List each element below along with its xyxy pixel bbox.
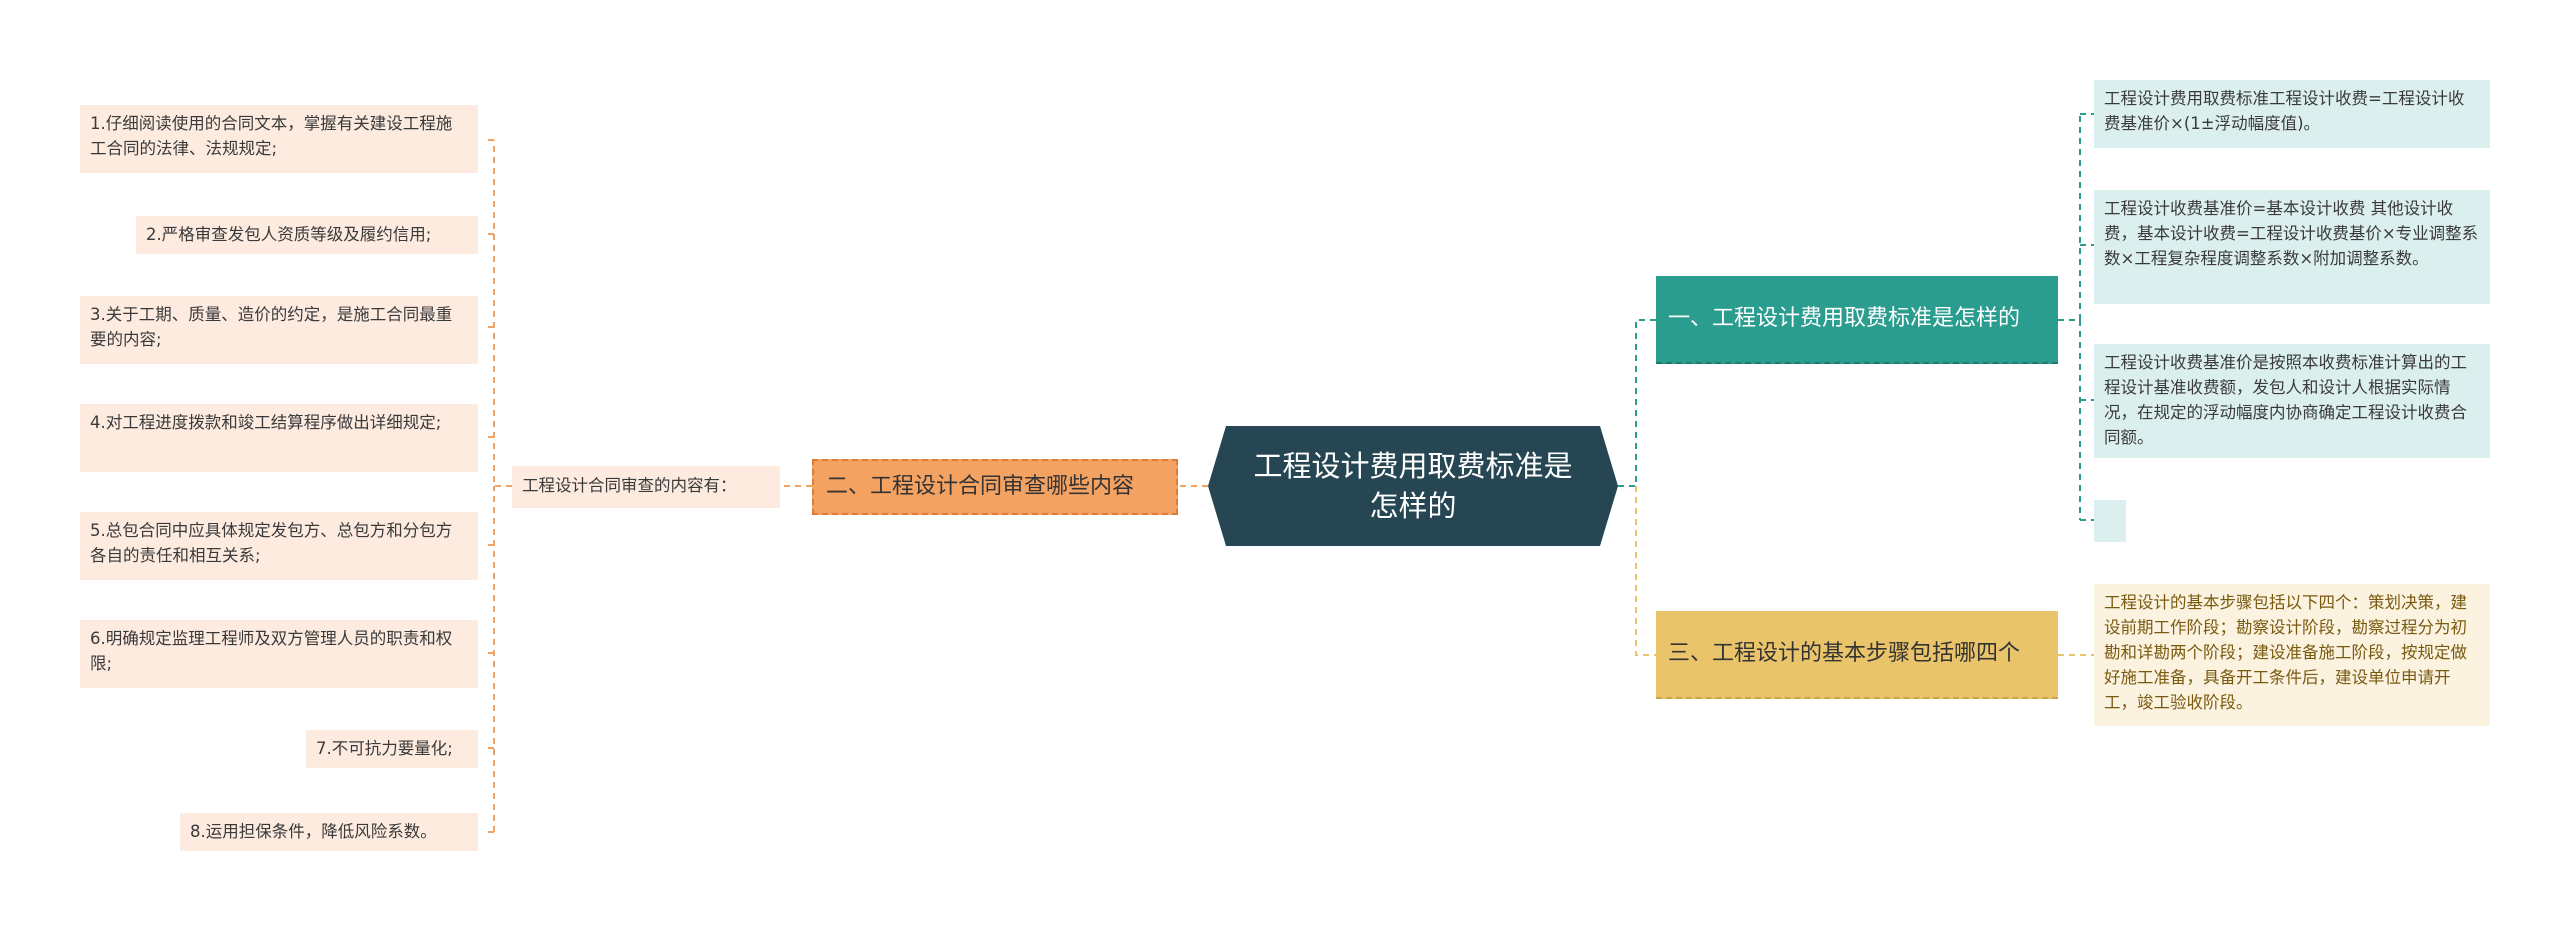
leaf-text: 工程设计费用取费标准工程设计收费=工程设计收费基准价×(1±浮动幅度值)。 (2104, 89, 2465, 133)
leaf-item-8[interactable]: 8.运用担保条件，降低风险系数。 (180, 813, 478, 851)
leaf-item-6[interactable]: 6.明确规定监理工程师及双方管理人员的职责和权限; (80, 620, 478, 688)
leaf-item-2[interactable]: 2.严格审查发包人资质等级及履约信用; (136, 216, 478, 254)
leaf-text: 工程设计收费基准价=基本设计收费 其他设计收费，基本设计收费=工程设计收费基价×… (2104, 199, 2479, 268)
leaf-design-steps-detail[interactable]: 工程设计的基本步骤包括以下四个：策划决策，建设前期工作阶段；勘察设计阶段，勘察过… (2094, 584, 2490, 726)
sub-topic-review-contents[interactable]: 工程设计合同审查的内容有： (512, 466, 780, 508)
leaf-design-fee-formula[interactable]: 工程设计费用取费标准工程设计收费=工程设计收费基准价×(1±浮动幅度值)。 (2094, 80, 2490, 148)
central-topic[interactable]: 工程设计费用取费标准是怎样的 (1208, 426, 1618, 546)
leaf-text: 7.不可抗力要量化; (316, 739, 453, 758)
leaf-text: 8.运用担保条件，降低风险系数。 (190, 822, 437, 841)
branch-label: 二、工程设计合同审查哪些内容 (826, 474, 1135, 499)
branch-label: 一、工程设计费用取费标准是怎样的 (1668, 306, 2021, 331)
leaf-text: 工程设计收费基准价是按照本收费标准计算出的工程设计基准收费额，发包人和设计人根据… (2104, 353, 2467, 447)
branch-label: 三、工程设计的基本步骤包括哪四个 (1668, 641, 2021, 666)
leaf-text: 3.关于工期、质量、造价的约定，是施工合同最重要的内容; (90, 305, 453, 349)
leaf-item-7[interactable]: 7.不可抗力要量化; (306, 730, 478, 768)
leaf-base-price-explanation[interactable]: 工程设计收费基准价是按照本收费标准计算出的工程设计基准收费额，发包人和设计人根据… (2094, 344, 2490, 458)
leaf-text: 4.对工程进度拨款和竣工结算程序做出详细规定; (90, 413, 442, 432)
leaf-empty[interactable] (2094, 500, 2126, 542)
leaf-item-4[interactable]: 4.对工程进度拨款和竣工结算程序做出详细规定; (80, 404, 478, 472)
leaf-text: 2.严格审查发包人资质等级及履约信用; (146, 225, 432, 244)
leaf-text: 工程设计的基本步骤包括以下四个：策划决策，建设前期工作阶段；勘察设计阶段，勘察过… (2104, 593, 2467, 712)
branch-design-steps[interactable]: 三、工程设计的基本步骤包括哪四个 (1656, 611, 2058, 699)
leaf-base-price-formula[interactable]: 工程设计收费基准价=基本设计收费 其他设计收费，基本设计收费=工程设计收费基价×… (2094, 190, 2490, 304)
branch-design-fee-standard[interactable]: 一、工程设计费用取费标准是怎样的 (1656, 276, 2058, 364)
leaf-item-1[interactable]: 1.仔细阅读使用的合同文本，掌握有关建设工程施工合同的法律、法规规定; (80, 105, 478, 173)
sub-topic-label: 工程设计合同审查的内容有： (522, 476, 737, 495)
leaf-text: 5.总包合同中应具体规定发包方、总包方和分包方各自的责任和相互关系; (90, 521, 453, 565)
leaf-text: 6.明确规定监理工程师及双方管理人员的职责和权限; (90, 629, 453, 673)
leaf-item-3[interactable]: 3.关于工期、质量、造价的约定，是施工合同最重要的内容; (80, 296, 478, 364)
branch-contract-review[interactable]: 二、工程设计合同审查哪些内容 (812, 459, 1178, 515)
leaf-item-5[interactable]: 5.总包合同中应具体规定发包方、总包方和分包方各自的责任和相互关系; (80, 512, 478, 580)
central-topic-label: 工程设计费用取费标准是怎样的 (1253, 449, 1573, 523)
leaf-text: 1.仔细阅读使用的合同文本，掌握有关建设工程施工合同的法律、法规规定; (90, 114, 453, 158)
